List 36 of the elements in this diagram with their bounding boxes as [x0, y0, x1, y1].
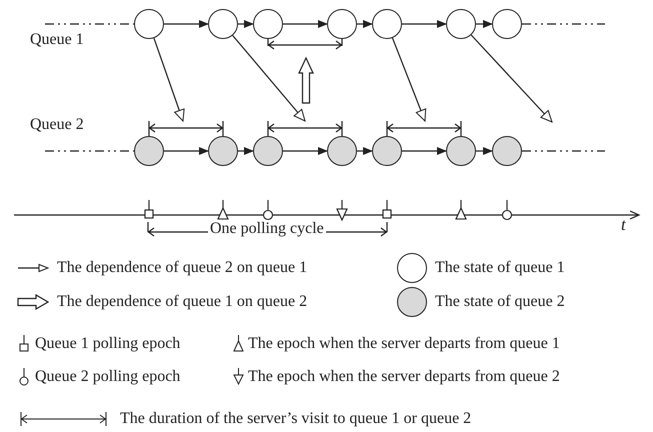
- hollow-arrow: [298, 56, 314, 104]
- duration-bracket: [148, 121, 224, 136]
- queue-label: Queue 2: [30, 117, 84, 133]
- arrow: [283, 20, 328, 28]
- arrow: [164, 20, 209, 28]
- dash-dot-line: [45, 150, 134, 152]
- queue-label: Queue 1: [30, 32, 84, 48]
- legend-text: The dependence of queue 2 on queue 1: [57, 258, 308, 278]
- duration-bracket: [267, 121, 343, 136]
- axis-label: t: [621, 216, 626, 233]
- legend-text: The dependence of queue 1 on queue 2: [57, 292, 308, 312]
- arrow: [476, 147, 493, 155]
- legend-text: The epoch when the server departs from queue 2: [248, 367, 560, 387]
- arrow: [402, 147, 447, 155]
- arrow: [283, 147, 328, 155]
- dash-dot-line: [522, 150, 605, 152]
- arrow: [153, 38, 185, 122]
- legend-text: The state of queue 1: [435, 258, 565, 278]
- arrow: [238, 20, 254, 28]
- dash-dot-line: [522, 23, 605, 25]
- arrow: [232, 35, 306, 122]
- legend-text: Queue 1 polling epoch: [35, 334, 180, 354]
- arrow: [402, 20, 447, 28]
- dash-dot-line: [45, 23, 134, 25]
- arrow: [392, 38, 426, 122]
- arrow: [476, 20, 493, 28]
- legend-text: The state of queue 2: [435, 292, 565, 312]
- arrow: [357, 147, 373, 155]
- legend-text: The duration of the server’s visit to queue 1 or queue 2: [120, 409, 472, 429]
- arrow: [357, 20, 373, 28]
- arrow: [164, 147, 209, 155]
- legend-text: Queue 2 polling epoch: [35, 367, 180, 387]
- arrow: [470, 34, 552, 122]
- arrow: [238, 147, 254, 155]
- duration-bracket: [386, 121, 462, 136]
- legend-text: The epoch when the server departs from queue 1: [248, 334, 560, 354]
